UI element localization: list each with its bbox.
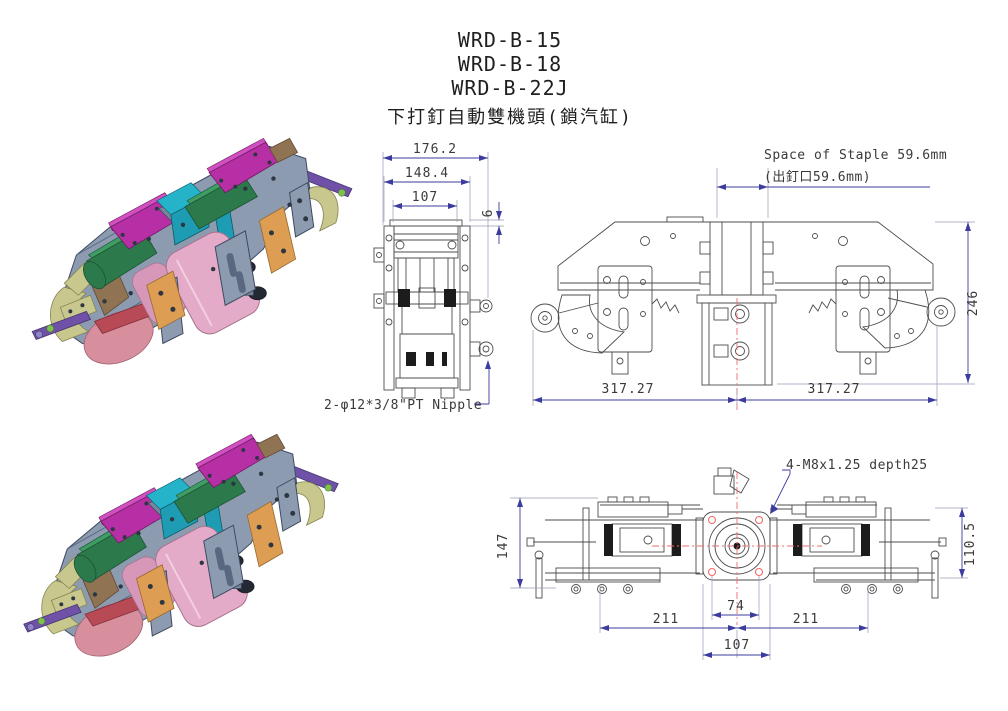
dim-overall-width: 176.2 (413, 142, 457, 157)
model-number-3: WRD-B-22J (451, 76, 569, 100)
plan-view: 147 110.5 74 211 211 107 4-M8x1.25 depth… (496, 458, 978, 660)
plan-machine (526, 467, 947, 599)
front-view-dimensions: 176.2 148.4 107 6 (382, 142, 504, 298)
dim-height: 246 (966, 290, 981, 316)
dim-plan-left-span: 211 (653, 612, 679, 627)
front-view: 176.2 148.4 107 6 2-φ12*3/8"PT Nipple (324, 142, 504, 413)
front-view-machine (373, 219, 494, 399)
elevation-dimensions: Space of Staple 59.6mm (出釘口59.6mm) 246 3… (532, 148, 981, 406)
plan-centerlines (652, 472, 822, 625)
model-number-2: WRD-B-18 (457, 52, 563, 76)
plan-dimensions: 147 110.5 74 211 211 107 (496, 497, 978, 660)
dim-left-span: 317.27 (602, 382, 655, 397)
dim-inner-width: 107 (412, 190, 438, 205)
tap-note-text: 4-M8x1.25 depth25 (786, 458, 928, 473)
front-view-dark-bands (398, 289, 456, 366)
staple-space-zh: (出釘口59.6mm) (764, 169, 871, 185)
dim-left-depth: 147 (496, 533, 511, 559)
nipple-annotation: 2-φ12*3/8"PT Nipple (324, 360, 491, 413)
staple-space-en: Space of Staple 59.6mm (764, 148, 947, 163)
model-number-1: WRD-B-15 (457, 28, 563, 52)
drawing-subtitle: 下打釘自動雙機頭(鎖汽缸) (387, 107, 633, 128)
nipple-note-text: 2-φ12*3/8"PT Nipple (324, 398, 482, 413)
dim-right-span: 317.27 (808, 382, 861, 397)
dim-base-width: 107 (724, 638, 750, 653)
elevation-view: Space of Staple 59.6mm (出釘口59.6mm) 246 3… (530, 148, 981, 410)
elevation-machine (530, 216, 956, 386)
dim-plate-width: 148.4 (405, 166, 449, 181)
title-block: WRD-B-15 WRD-B-18 WRD-B-22J 下打釘自動雙機頭(鎖汽缸… (325, 28, 695, 129)
dim-plan-right-span: 211 (793, 612, 819, 627)
dim-bolt-span: 74 (727, 599, 745, 614)
dim-top-offset: 6 (481, 209, 496, 218)
tap-annotation: 4-M8x1.25 depth25 (770, 458, 928, 514)
dim-right-depth: 110.5 (963, 522, 978, 566)
